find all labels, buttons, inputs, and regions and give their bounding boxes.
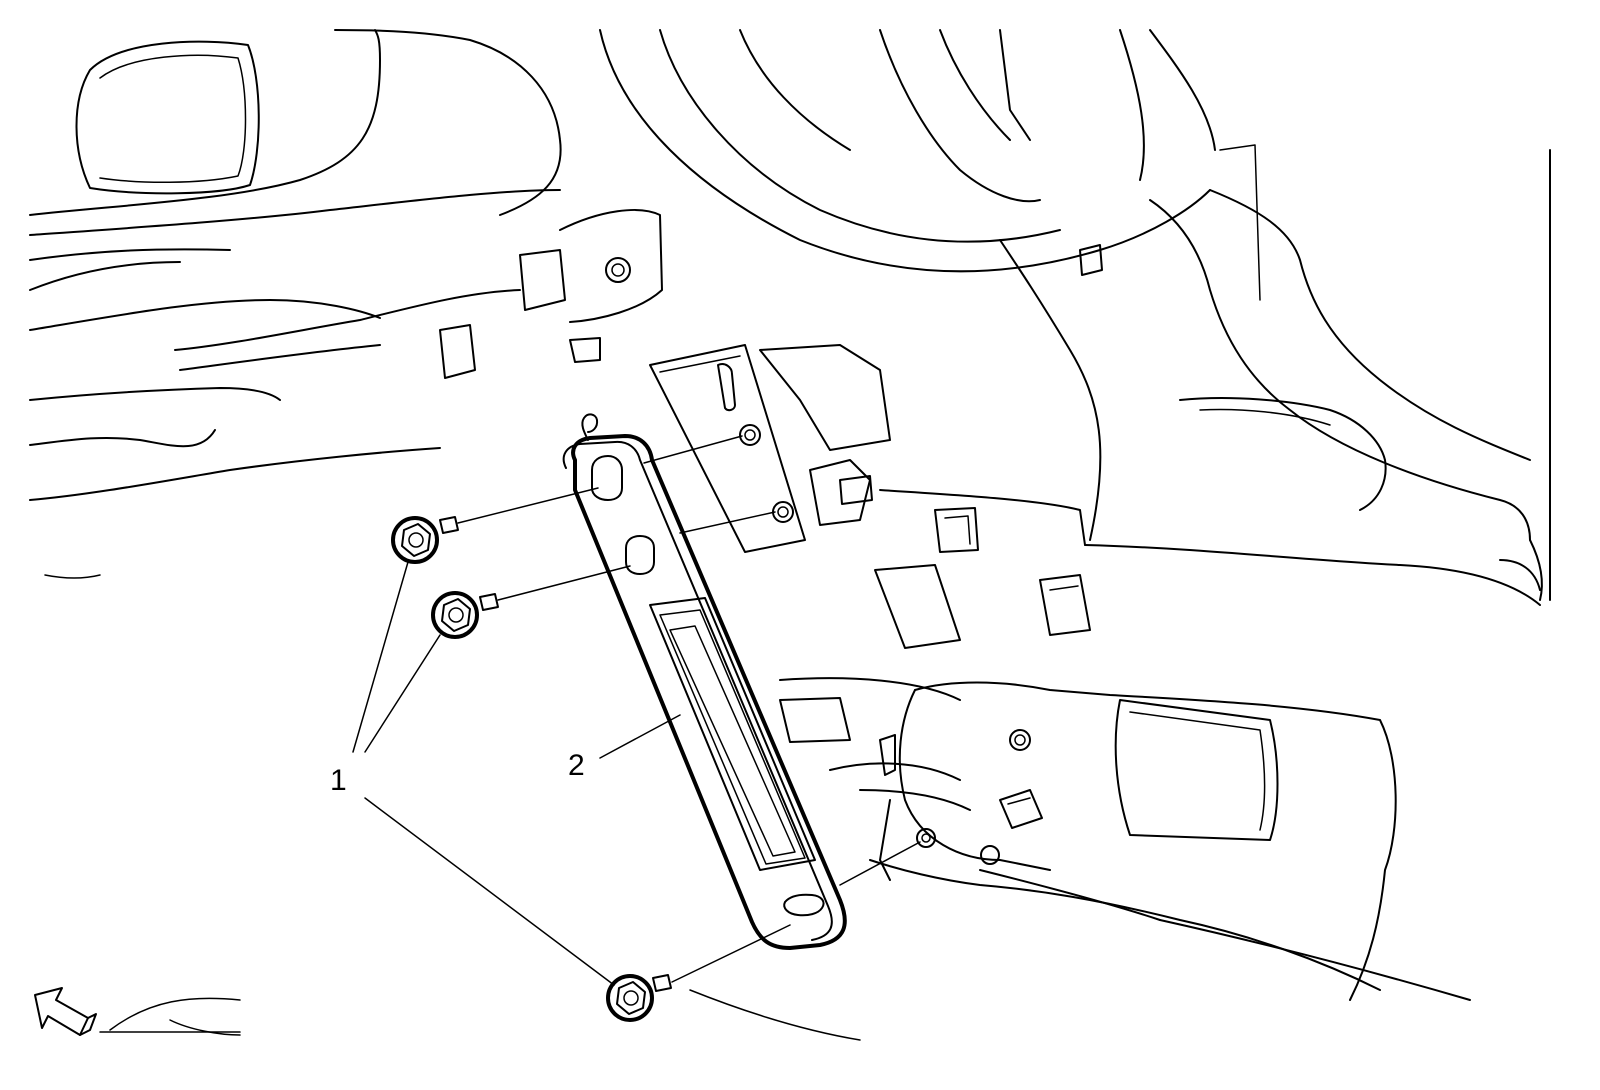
dash-brace [562, 413, 847, 950]
fastener-bolt-3 [606, 974, 672, 1022]
front-direction-arrow-icon [34, 987, 97, 1036]
fastener-bolt-1 [391, 516, 459, 564]
alignment-lines [457, 435, 921, 983]
callout-label-brace: 2 [568, 749, 585, 782]
fastener-bolt-2 [431, 591, 499, 639]
callout-label-fasteners: 1 [330, 764, 347, 797]
lower-dash-structure [99, 344, 1471, 1041]
leader-lines [352, 561, 681, 986]
steering-wheel-outline [599, 29, 1216, 273]
center-console-outline [999, 144, 1551, 606]
instrument-panel-outline [29, 29, 663, 579]
